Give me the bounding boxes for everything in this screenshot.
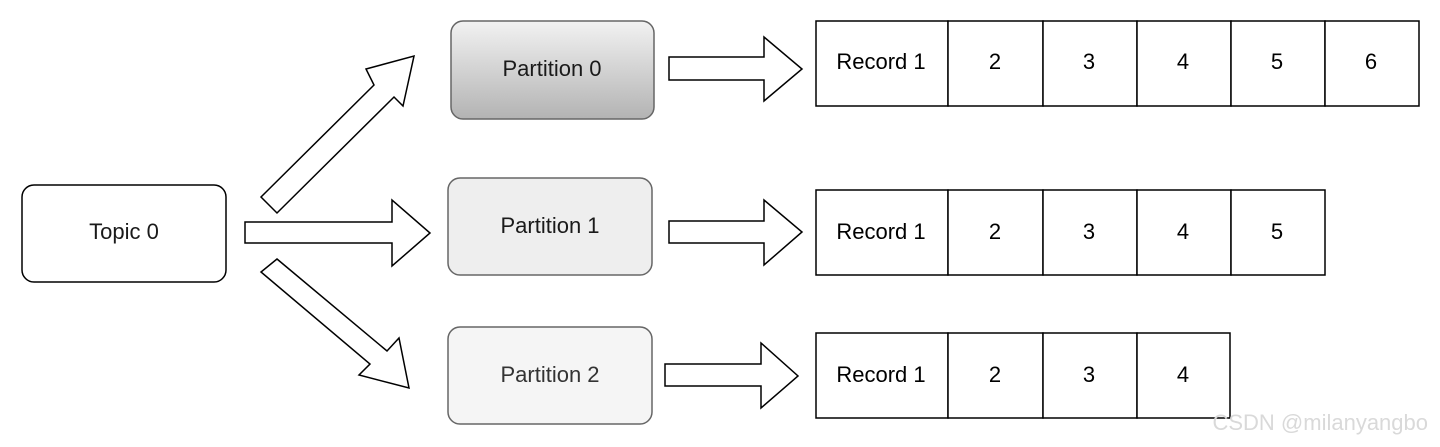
record-cell (815, 189, 949, 276)
watermark-text: CSDN @milanyangbo (1212, 410, 1428, 435)
record-label: 4 (1177, 362, 1189, 387)
record-cell (1042, 189, 1138, 276)
record-log-1: Record 1 2 3 4 5 (815, 189, 1326, 276)
arrow-partition-1-to-records (668, 198, 804, 267)
record-cell (1324, 20, 1420, 107)
record-cell (947, 189, 1044, 276)
record-cell (1136, 189, 1232, 276)
record-log-0: Record 1 2 3 4 5 6 (815, 20, 1420, 107)
partition-box-0 (450, 20, 655, 120)
record-label: 5 (1271, 219, 1283, 244)
arrow-topic-to-partition-2 (259, 258, 410, 390)
topic-label: Topic 0 (89, 219, 159, 244)
partition-label-2: Partition 2 (500, 362, 599, 387)
record-cell (1230, 189, 1326, 276)
record-cell (947, 332, 1044, 419)
partition-row-1: Partition 1 Record 1 2 3 4 5 (447, 177, 1326, 276)
arrow-partition-2-to-records (664, 341, 800, 410)
record-cell (815, 332, 949, 419)
record-label: 3 (1083, 219, 1095, 244)
record-label: Record 1 (836, 49, 925, 74)
record-label: 2 (989, 362, 1001, 387)
partition-row-2: Partition 2 Record 1 2 3 4 (447, 326, 1231, 425)
record-label: Record 1 (836, 219, 925, 244)
record-label: 4 (1177, 49, 1189, 74)
partition-row-0: Partition 0 Record 1 2 3 4 5 6 (450, 20, 1420, 120)
record-label: 2 (989, 49, 1001, 74)
record-label: Record 1 (836, 362, 925, 387)
record-label: 2 (989, 219, 1001, 244)
record-label: 5 (1271, 49, 1283, 74)
arrow-topic-to-partition-0 (259, 54, 415, 215)
topic-to-partition-arrows (244, 54, 432, 390)
record-label: 3 (1083, 49, 1095, 74)
record-label: 3 (1083, 362, 1095, 387)
record-cell (1136, 20, 1232, 107)
record-log-2: Record 1 2 3 4 (815, 332, 1231, 419)
record-cell (1230, 20, 1326, 107)
partition-label-1: Partition 1 (500, 213, 599, 238)
record-cell (1042, 332, 1138, 419)
partition-box-1 (447, 177, 653, 276)
record-label: 6 (1365, 49, 1377, 74)
record-cell (815, 20, 949, 107)
arrow-topic-to-partition-1 (244, 198, 432, 268)
record-label: 4 (1177, 219, 1189, 244)
record-cell (1136, 332, 1231, 419)
arrow-partition-0-to-records (668, 35, 804, 103)
topic-box (21, 184, 227, 283)
partition-box-2 (447, 326, 653, 425)
partition-label-0: Partition 0 (502, 56, 601, 81)
topic-node: Topic 0 (21, 184, 227, 283)
